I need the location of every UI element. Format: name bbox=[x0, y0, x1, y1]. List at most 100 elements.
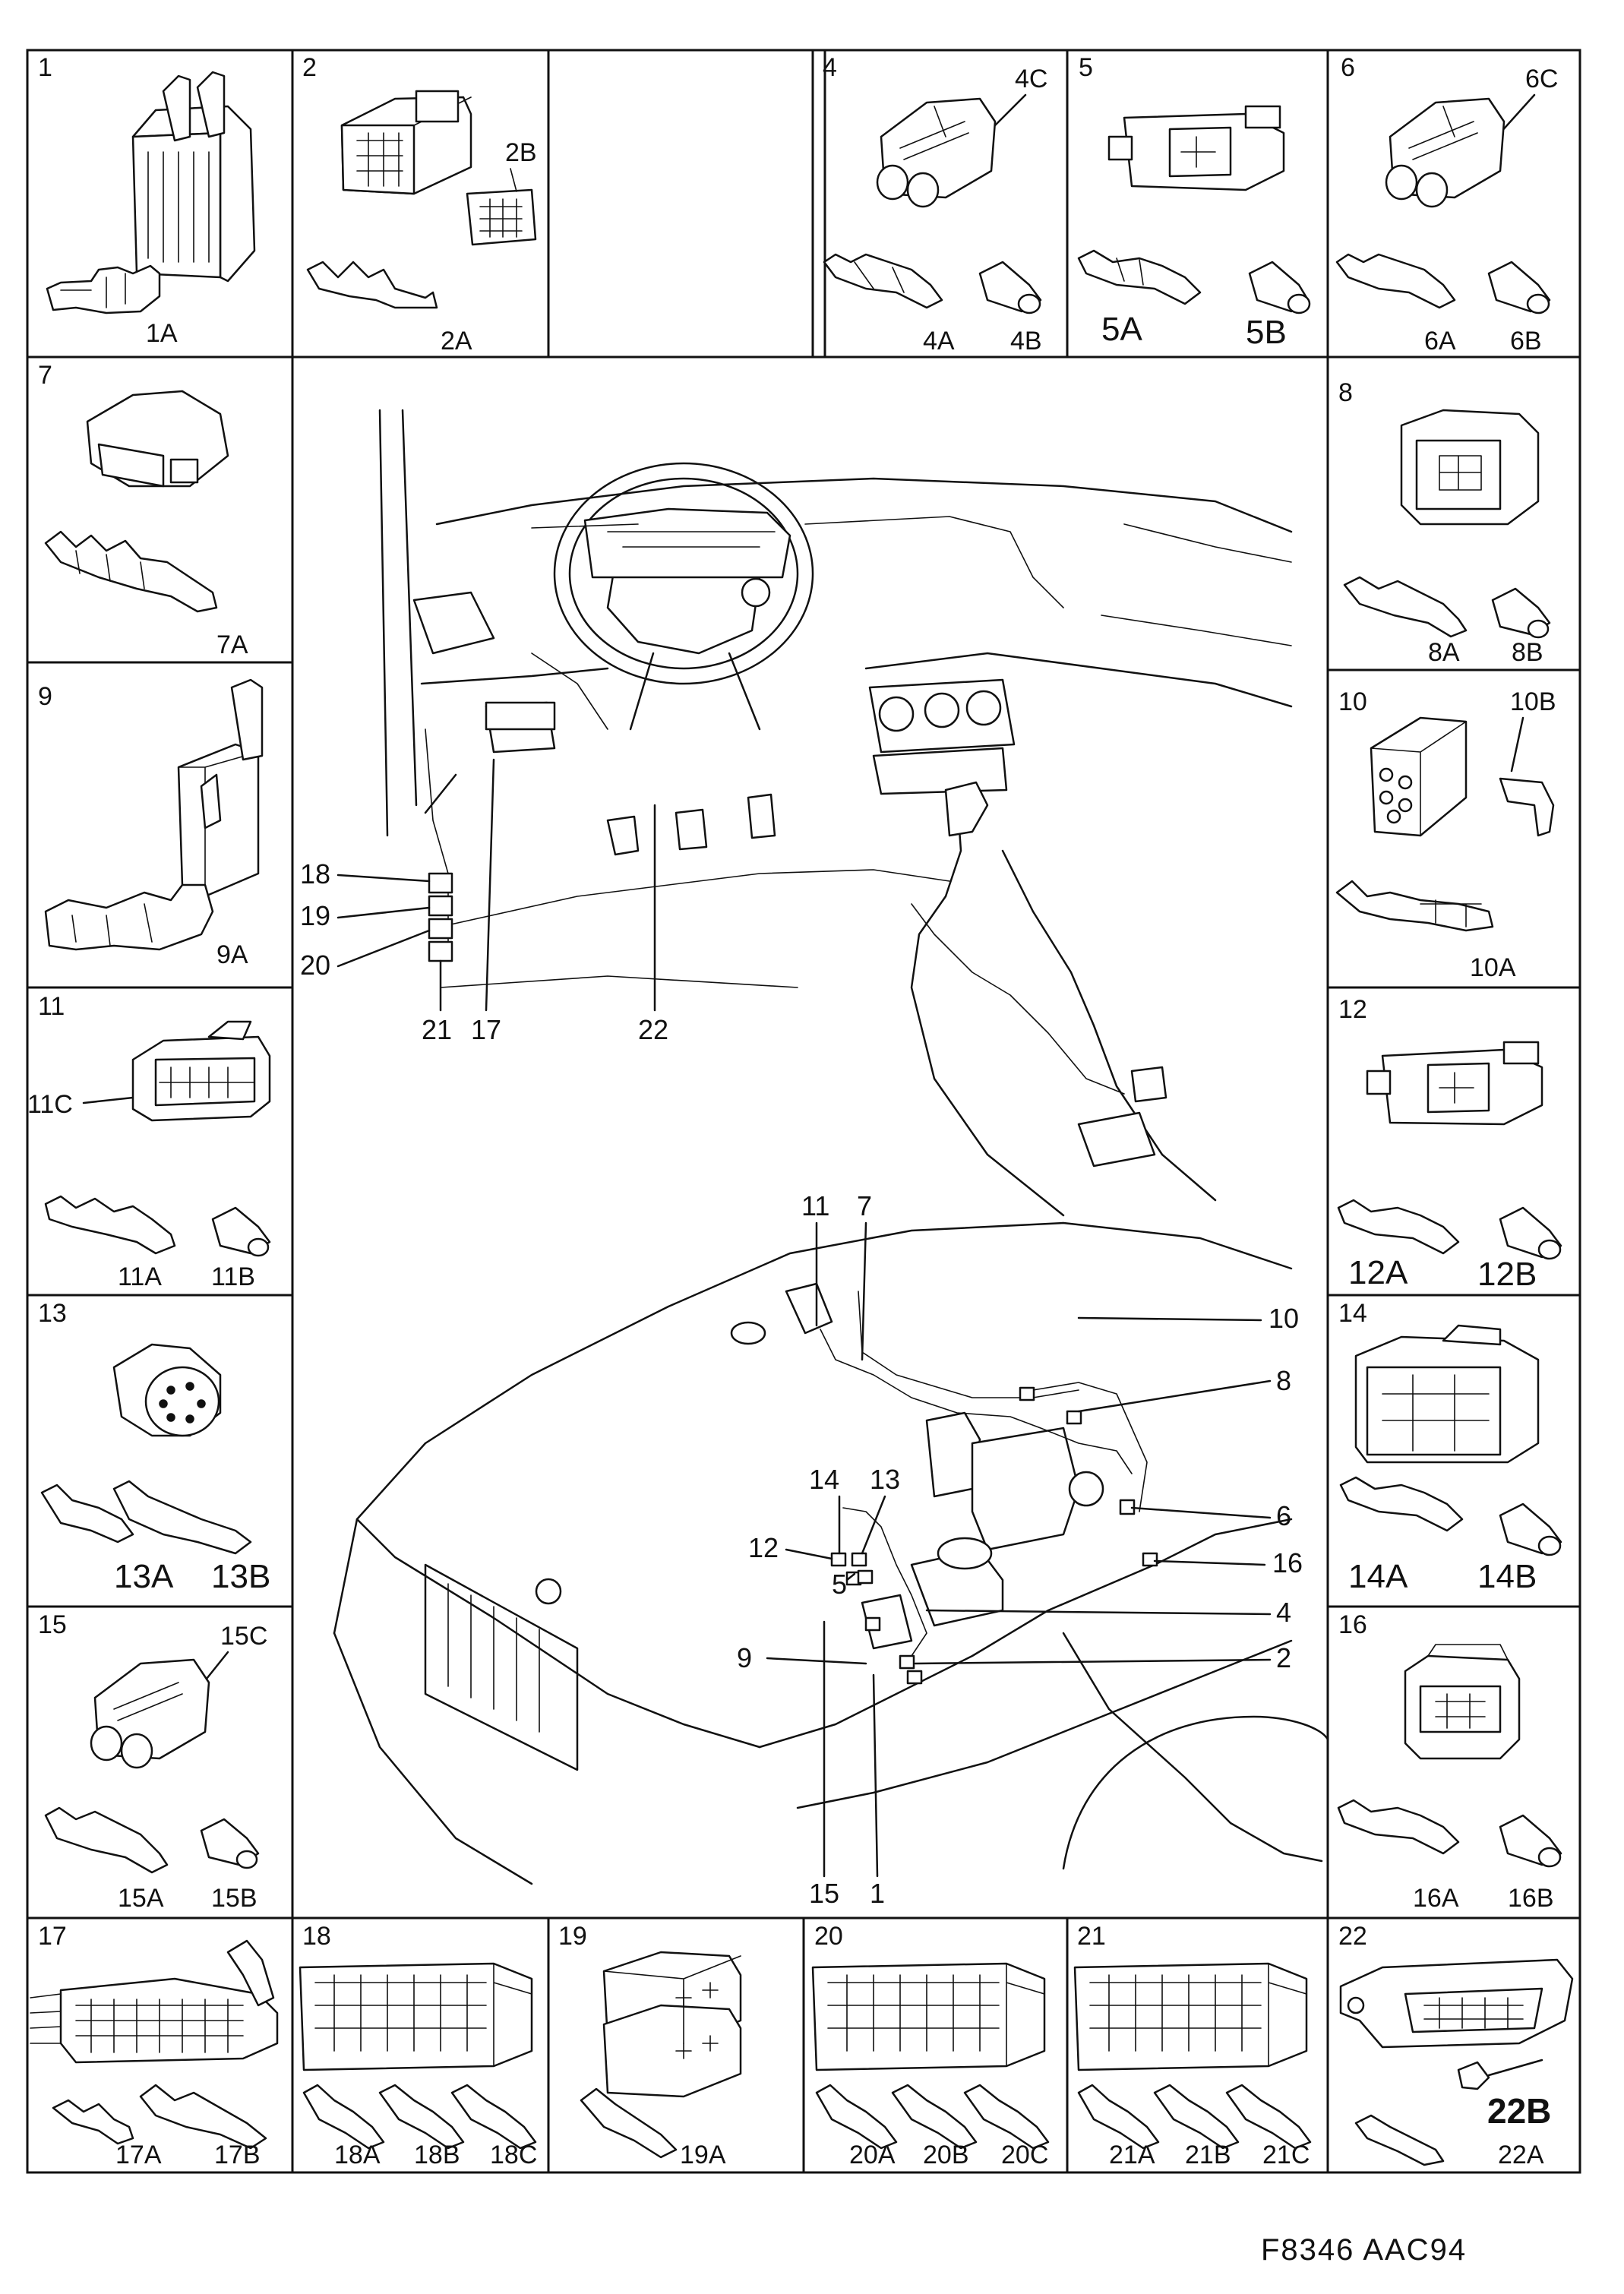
label-10a: 10A bbox=[1470, 953, 1516, 982]
terminal-8a-drawing bbox=[1343, 576, 1468, 638]
connector-14-drawing bbox=[1354, 1324, 1540, 1464]
panel-number: 18 bbox=[302, 1922, 331, 1951]
seal-12b-drawing bbox=[1499, 1206, 1562, 1260]
label-4a: 4A bbox=[923, 327, 955, 355]
seal-8b-drawing bbox=[1491, 587, 1551, 639]
connector-21-drawing bbox=[1073, 1962, 1308, 2071]
seal-4b-drawing bbox=[978, 261, 1042, 314]
label-6c: 6C bbox=[1525, 65, 1558, 93]
label-13a: 13A bbox=[114, 1558, 174, 1595]
label-15a: 15A bbox=[118, 1884, 164, 1913]
panel-number: 8 bbox=[1338, 378, 1353, 407]
label-11c: 11C bbox=[27, 1090, 73, 1119]
label-18a: 18A bbox=[334, 2141, 381, 2169]
panel-number: 7 bbox=[38, 361, 52, 390]
label-20b: 20B bbox=[923, 2141, 969, 2169]
callout-18: 18 bbox=[300, 858, 330, 889]
panel-19: 19 19A bbox=[558, 1922, 742, 2169]
label-6b: 6B bbox=[1510, 327, 1542, 355]
panel-16: 16 16A 16B bbox=[1337, 1610, 1562, 1913]
panel-number: 5 bbox=[1079, 53, 1093, 82]
label-5b: 5B bbox=[1246, 314, 1287, 351]
callout-10: 10 bbox=[1269, 1303, 1299, 1334]
label-13b: 13B bbox=[211, 1558, 270, 1595]
terminal-7a-drawing bbox=[44, 530, 218, 613]
label-11a: 11A bbox=[118, 1262, 162, 1291]
terminal-22b-drawing bbox=[1457, 2059, 1543, 2090]
callout-5: 5 bbox=[832, 1569, 847, 1600]
label-18c: 18C bbox=[490, 2141, 537, 2169]
label-18b: 18B bbox=[414, 2141, 460, 2169]
connector-2-drawing bbox=[340, 90, 472, 195]
label-22b: 22B bbox=[1487, 2091, 1551, 2131]
panel-number: 9 bbox=[38, 682, 52, 711]
panel-number: 15 bbox=[38, 1610, 67, 1639]
terminal-10a-drawing bbox=[1335, 880, 1494, 932]
panel-1: 1 1A bbox=[38, 53, 256, 348]
terminal-15a-drawing bbox=[44, 1806, 169, 1874]
terminal-4a-drawing bbox=[823, 253, 943, 309]
label-16b: 16B bbox=[1508, 1884, 1554, 1913]
seal-14b-drawing bbox=[1499, 1502, 1562, 1556]
label-8a: 8A bbox=[1428, 638, 1460, 667]
callout-12: 12 bbox=[748, 1532, 779, 1563]
connector-19-drawing bbox=[602, 1951, 742, 2098]
panel-4: 4 4C 4A 4B bbox=[823, 53, 1047, 355]
connector-12-drawing bbox=[1366, 1041, 1543, 1126]
seal-11b-drawing bbox=[211, 1206, 271, 1257]
label-15b: 15B bbox=[211, 1884, 258, 1913]
panel-number: 2 bbox=[302, 53, 317, 82]
terminal-9a-drawing bbox=[44, 883, 214, 951]
panel-number: 11 bbox=[38, 992, 65, 1021]
label-9a: 9A bbox=[216, 940, 248, 969]
label-1a: 1A bbox=[146, 319, 178, 348]
connector-4-drawing bbox=[876, 97, 997, 208]
panel-grid bbox=[26, 49, 1581, 2174]
callout-6: 6 bbox=[1276, 1500, 1291, 1531]
panel-2: 2 2B 2A bbox=[302, 53, 537, 355]
panel-9: 9 9A bbox=[38, 678, 264, 969]
panel-number: 13 bbox=[38, 1299, 67, 1328]
panel-number: 19 bbox=[558, 1922, 587, 1951]
label-20c: 20C bbox=[1001, 2141, 1048, 2169]
label-14a: 14A bbox=[1348, 1558, 1408, 1595]
terminal-22a-drawing bbox=[1354, 2114, 1445, 2166]
panel-11: 11 11C 11A 11B bbox=[27, 992, 271, 1291]
panel-number: 17 bbox=[38, 1922, 67, 1951]
callout-19: 19 bbox=[300, 900, 330, 931]
label-10b: 10B bbox=[1510, 687, 1556, 716]
panel-number: 10 bbox=[1338, 687, 1367, 716]
label-4c: 4C bbox=[1015, 65, 1047, 93]
terminal-12a-drawing bbox=[1337, 1199, 1460, 1255]
panel-number: 4 bbox=[823, 53, 837, 82]
panel-17: 17 17A 17B bbox=[30, 1922, 279, 2169]
callout-1: 1 bbox=[870, 1878, 885, 1909]
label-2a: 2A bbox=[441, 327, 472, 355]
label-20a: 20A bbox=[849, 2141, 896, 2169]
label-12a: 12A bbox=[1348, 1254, 1408, 1291]
seal-5b-drawing bbox=[1248, 261, 1311, 314]
terminal-6a-drawing bbox=[1335, 253, 1456, 309]
label-17a: 17A bbox=[115, 2141, 162, 2169]
label-15c: 15C bbox=[220, 1622, 267, 1651]
panel-13: 13 13A 13B bbox=[38, 1299, 270, 1595]
panel-number: 20 bbox=[814, 1922, 843, 1951]
panel-number: 22 bbox=[1338, 1922, 1367, 1951]
label-19a: 19A bbox=[680, 2141, 726, 2169]
connector-16-drawing bbox=[1404, 1644, 1521, 1760]
callout-8: 8 bbox=[1276, 1365, 1291, 1396]
connector-11-drawing bbox=[131, 1020, 271, 1122]
terminal-14a-drawing bbox=[1339, 1476, 1464, 1532]
label-21b: 21B bbox=[1185, 2141, 1231, 2169]
drawing-code: F8346 AAC94 bbox=[1261, 2233, 1467, 2267]
callout-9: 9 bbox=[737, 1642, 752, 1673]
ecu-connector-17-drawing bbox=[30, 1939, 279, 2064]
label-17b: 17B bbox=[214, 2141, 261, 2169]
seal-6b-drawing bbox=[1487, 261, 1551, 314]
label-7a: 7A bbox=[216, 630, 248, 659]
panel-6: 6 6C 6A 6B bbox=[1335, 53, 1558, 355]
callout-16: 16 bbox=[1272, 1547, 1303, 1578]
label-11b: 11B bbox=[211, 1262, 255, 1291]
